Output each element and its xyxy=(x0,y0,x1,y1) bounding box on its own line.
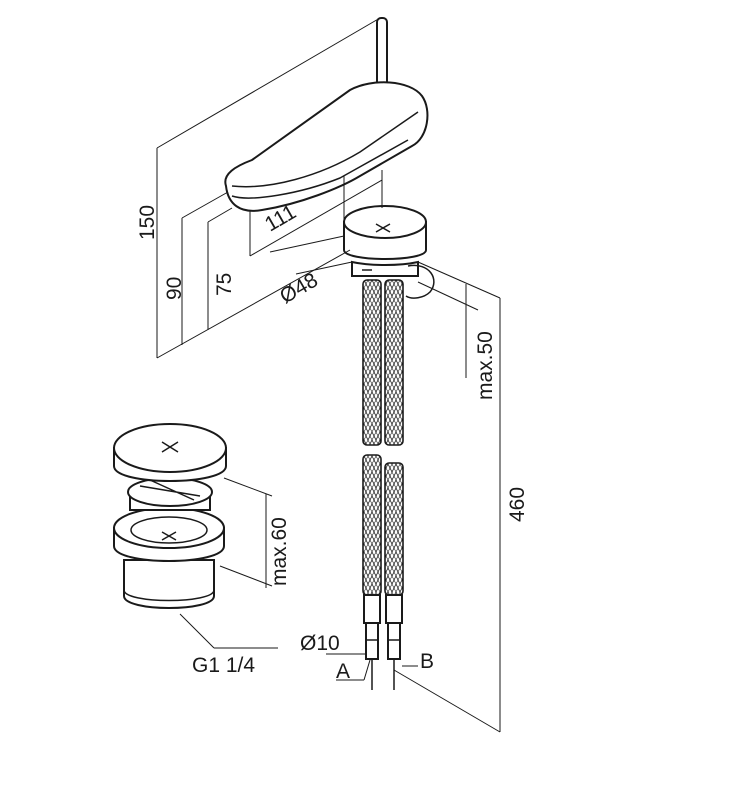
base-top-ellipse xyxy=(343,205,427,239)
fixing-nut xyxy=(351,260,419,277)
hose-b-upper xyxy=(384,279,404,446)
pop-up-waste xyxy=(113,423,278,649)
hose-a-lower xyxy=(362,454,382,596)
dim-150: 150 xyxy=(136,205,159,240)
hose-b-lower xyxy=(384,462,404,596)
dim-d48: Ø48 xyxy=(276,269,322,309)
dim-max60: max.60 xyxy=(268,517,291,586)
dim-max50: max.50 xyxy=(474,331,497,400)
hose-a-upper xyxy=(362,279,382,446)
supply-hoses xyxy=(362,279,404,690)
label-b: B xyxy=(420,650,434,673)
label-a: A xyxy=(336,660,350,683)
spout-body xyxy=(224,81,429,212)
dim-90: 90 xyxy=(163,277,186,300)
dim-d10: Ø10 xyxy=(300,632,340,655)
faucet xyxy=(224,17,435,299)
dim-g114: G1 1/4 xyxy=(192,654,255,677)
dimension-lines xyxy=(156,17,501,733)
dim-75: 75 xyxy=(213,273,236,296)
waste-cap xyxy=(113,423,227,473)
dim-460: 460 xyxy=(506,487,529,522)
